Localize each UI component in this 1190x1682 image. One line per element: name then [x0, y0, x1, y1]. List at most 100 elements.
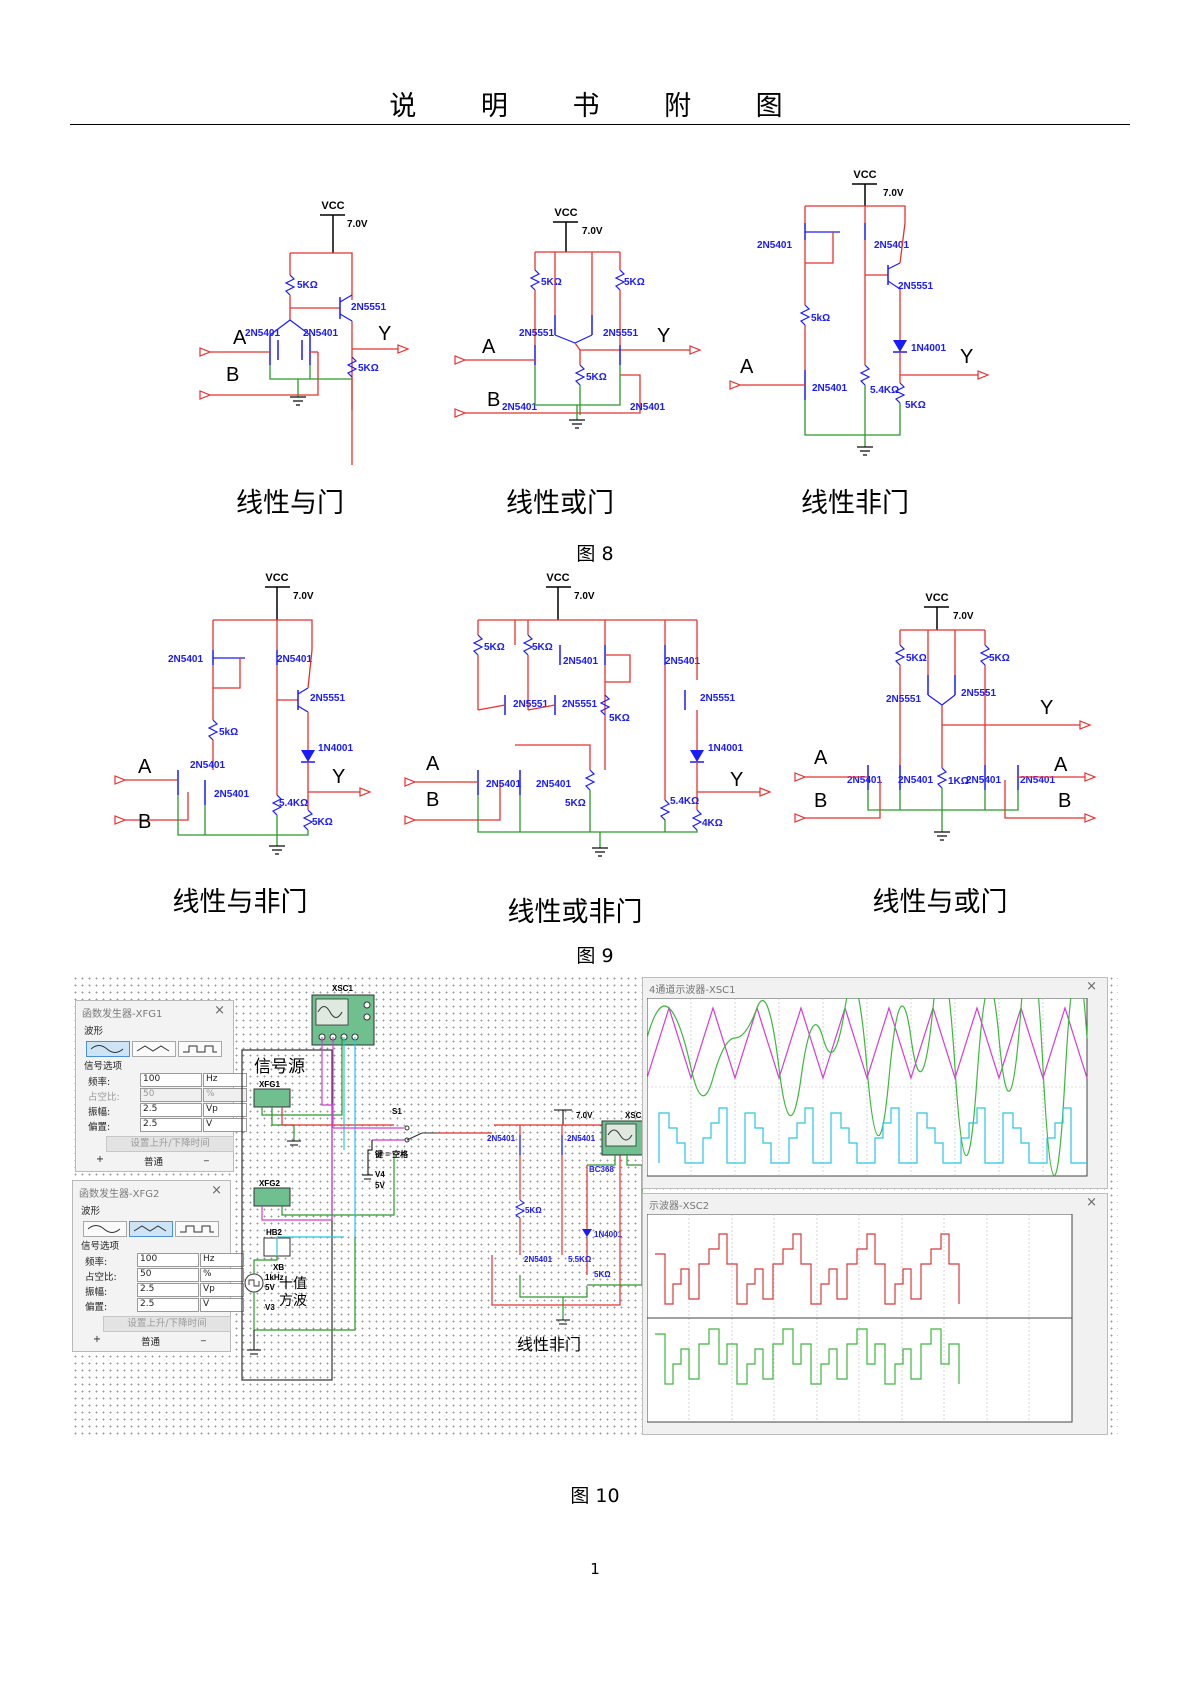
plus-terminal-label: +	[93, 1334, 101, 1345]
duty-cycle-input[interactable]: 50	[140, 1088, 202, 1102]
svg-text:A: A	[814, 747, 828, 769]
close-icon[interactable]: ×	[211, 1183, 222, 1198]
offset-input[interactable]: 2.5	[137, 1298, 199, 1312]
svg-text:2N5551: 2N5551	[310, 693, 345, 704]
square-wave-button[interactable]	[178, 1041, 222, 1057]
triangle-wave-button[interactable]	[132, 1041, 176, 1057]
close-icon[interactable]: ×	[1086, 1195, 1097, 1210]
svg-text:Y: Y	[657, 325, 670, 347]
svg-text:Y: Y	[730, 769, 743, 791]
svg-text:A: A	[138, 756, 152, 778]
svg-text:5KΩ: 5KΩ	[532, 642, 553, 653]
svg-text:2N5401: 2N5401	[524, 1255, 553, 1264]
minus-terminal-label: _	[201, 1331, 206, 1342]
svg-text:5V: 5V	[375, 1181, 385, 1190]
oscilloscope-xsc2-window: 示波器-XSC2 ×	[642, 1193, 1108, 1435]
svg-text:1kHz: 1kHz	[265, 1273, 284, 1282]
svg-text:VCC: VCC	[265, 572, 288, 584]
svg-text:2N5401: 2N5401	[665, 656, 700, 667]
svg-text:信号源: 信号源	[254, 1057, 305, 1077]
set-rise-fall-button[interactable]: 设置上升/下降时间	[106, 1136, 234, 1152]
svg-text:7.0V: 7.0V	[883, 188, 904, 199]
duty-cycle-unit: %	[200, 1268, 244, 1282]
svg-text:2N5401: 2N5401	[567, 1134, 596, 1143]
amplitude-unit[interactable]: Vp	[203, 1103, 247, 1117]
svg-text:2N5401: 2N5401	[536, 779, 571, 790]
figure-8: VCC 7.0V 5KΩ 2N5551 Y 5KΩ 2N5401 2N5401 …	[0, 165, 1190, 465]
svg-text:XFG1: XFG1	[259, 1080, 280, 1089]
svg-text:2N5401: 2N5401	[168, 654, 203, 665]
frequency-input[interactable]: 100	[140, 1073, 202, 1087]
svg-text:5kΩ: 5kΩ	[811, 313, 830, 324]
svg-text:2N5401: 2N5401	[245, 328, 280, 339]
svg-text:2N5401: 2N5401	[812, 383, 847, 394]
duty-cycle-input[interactable]: 50	[137, 1268, 199, 1282]
svg-text:2N5401: 2N5401	[1020, 775, 1055, 786]
svg-text:7.0V: 7.0V	[574, 591, 595, 602]
svg-text:B: B	[814, 790, 827, 812]
and-or-gate-circuit: VCC 7.0V 5KΩ 5KΩ 2N5551 2N5551 Y 1KΩ 2N5…	[794, 592, 1097, 841]
xsc1-screen	[647, 998, 1088, 1177]
oscilloscope-xsc1-window: 4通道示波器-XSC1 ×	[642, 977, 1108, 1189]
svg-text:V3: V3	[265, 1303, 275, 1312]
offset-input[interactable]: 2.5	[140, 1118, 202, 1132]
offset-unit[interactable]: V	[200, 1298, 244, 1312]
svg-text:2N5401: 2N5401	[502, 402, 537, 413]
amplitude-input[interactable]: 2.5	[140, 1103, 202, 1117]
frequency-input[interactable]: 100	[137, 1253, 199, 1267]
svg-text:键 = 空格: 键 = 空格	[374, 1149, 409, 1159]
svg-text:2N5551: 2N5551	[519, 328, 554, 339]
svg-text:B: B	[138, 811, 151, 833]
svg-text:5KΩ: 5KΩ	[609, 713, 630, 724]
duty-cycle-unit: %	[203, 1088, 247, 1102]
svg-text:2N5401: 2N5401	[630, 402, 665, 413]
svg-text:Y: Y	[960, 346, 973, 368]
xfg2-title: 函数发生器-XFG2	[79, 1189, 160, 1200]
square-wave-button[interactable]	[175, 1221, 219, 1237]
svg-text:A: A	[1054, 754, 1068, 776]
svg-text:2N5401: 2N5401	[563, 656, 598, 667]
svg-text:2N5551: 2N5551	[351, 302, 386, 313]
svg-text:VCC: VCC	[546, 572, 569, 584]
offset-unit[interactable]: V	[203, 1118, 247, 1132]
svg-text:2N5401: 2N5401	[487, 1134, 516, 1143]
page-title: 说 明 书 附 图	[389, 91, 811, 122]
svg-text:2N5401: 2N5401	[874, 240, 909, 251]
set-rise-fall-button[interactable]: 设置上升/下降时间	[103, 1316, 231, 1332]
sine-wave-button[interactable]	[86, 1041, 130, 1057]
svg-text:2N5551: 2N5551	[886, 694, 921, 705]
close-icon[interactable]: ×	[1086, 979, 1097, 994]
svg-text:2N5401: 2N5401	[966, 775, 1001, 786]
close-icon[interactable]: ×	[214, 1003, 225, 1018]
svg-text:5KΩ: 5KΩ	[484, 642, 505, 653]
svg-text:2N5551: 2N5551	[700, 693, 735, 704]
triangle-wave-button[interactable]	[129, 1221, 173, 1237]
svg-text:7.0V: 7.0V	[347, 219, 368, 230]
svg-text:B: B	[426, 789, 439, 811]
svg-text:5V: 5V	[265, 1283, 275, 1292]
svg-text:4KΩ: 4KΩ	[702, 818, 723, 829]
amplitude-input[interactable]: 2.5	[137, 1283, 199, 1297]
svg-text:2N5551: 2N5551	[961, 688, 996, 699]
svg-text:方波: 方波	[279, 1293, 307, 1309]
frequency-unit[interactable]: Hz	[200, 1253, 244, 1267]
svg-text:Y: Y	[378, 323, 391, 345]
amplitude-unit[interactable]: Vp	[200, 1283, 244, 1297]
svg-text:2N5401: 2N5401	[898, 775, 933, 786]
signal-options-label: 信号选项	[84, 1061, 123, 1072]
and-gate-circuit: VCC 7.0V 5KΩ 2N5551 Y 5KΩ 2N5401 2N5401 …	[199, 200, 410, 465]
frequency-unit[interactable]: Hz	[203, 1073, 247, 1087]
circuit-schematic: 信号源 XSC1 XFG1 XFG2 S1 键 = 空格 V4 5V HB2	[241, 984, 662, 1381]
svg-text:1N4001: 1N4001	[911, 343, 946, 354]
svg-text:5KΩ: 5KΩ	[989, 653, 1010, 664]
svg-text:B: B	[1058, 790, 1071, 812]
sine-wave-button[interactable]	[83, 1221, 127, 1237]
svg-text:XFG2: XFG2	[259, 1179, 280, 1188]
svg-text:XSC1: XSC1	[332, 984, 353, 993]
plus-terminal-label: +	[96, 1154, 104, 1165]
xsc1-title: 4通道示波器-XSC1	[649, 985, 736, 996]
svg-text:5KΩ: 5KΩ	[312, 817, 333, 828]
xsc2-title: 示波器-XSC2	[649, 1201, 710, 1212]
